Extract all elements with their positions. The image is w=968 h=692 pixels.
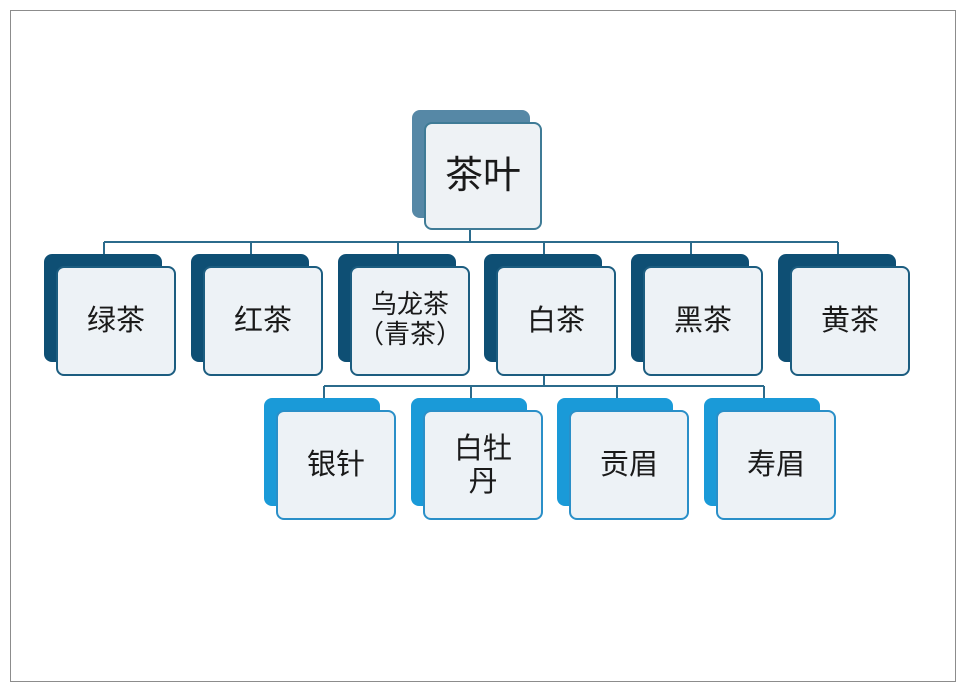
node-box: 乌龙茶 （青茶） (350, 266, 470, 376)
node-box: 红茶 (203, 266, 323, 376)
diagram-frame (10, 10, 956, 682)
node-leaf-label: 白牡 丹 (453, 430, 512, 498)
node-root-label: 茶叶 (444, 153, 521, 198)
node-box: 寿眉 (716, 410, 836, 520)
node-category-label: 红茶 (233, 303, 292, 338)
node-leaf-label: 银针 (306, 447, 365, 482)
node-box: 白牡 丹 (423, 410, 543, 520)
node-box: 银针 (276, 410, 396, 520)
node-category-label: 白茶 (526, 303, 585, 338)
node-box: 白茶 (496, 266, 616, 376)
node-box: 黑茶 (643, 266, 763, 376)
node-box: 黄茶 (790, 266, 910, 376)
node-category-label: 黄茶 (820, 303, 879, 338)
node-box: 绿茶 (56, 266, 176, 376)
node-category-label: 黑茶 (673, 303, 732, 338)
node-box: 贡眉 (569, 410, 689, 520)
node-leaf-label: 贡眉 (599, 447, 658, 482)
node-category-label: 绿茶 (86, 303, 145, 338)
node-category-label: 乌龙茶 （青茶） (357, 290, 462, 350)
node-leaf-label: 寿眉 (746, 447, 805, 482)
node-box: 茶叶 (424, 122, 542, 230)
